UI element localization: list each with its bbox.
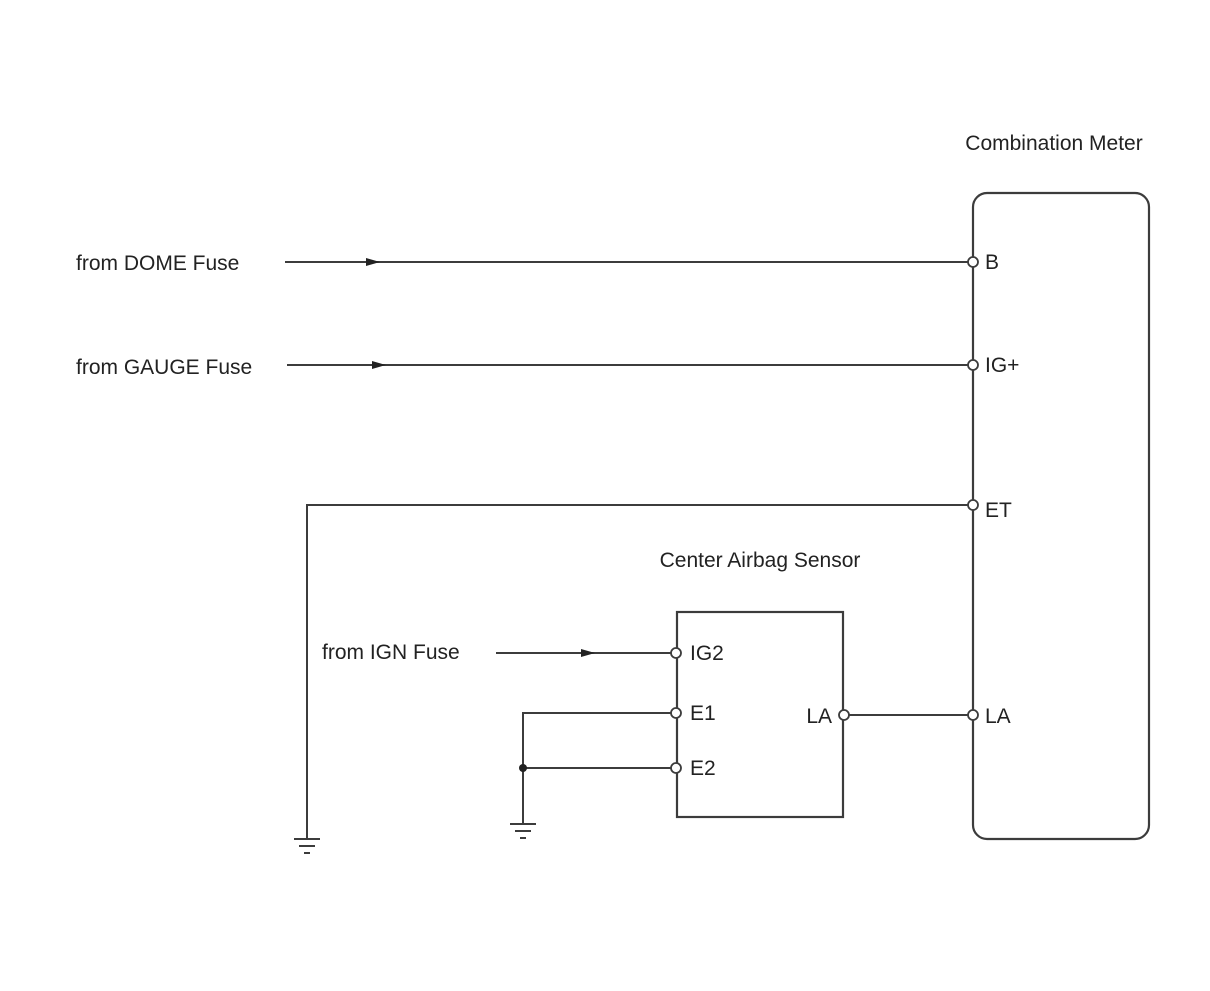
et-ground-icon bbox=[294, 838, 320, 854]
sensor-ground-icon bbox=[510, 823, 536, 839]
ign-arrow-icon bbox=[581, 649, 595, 657]
sensor-pin-la bbox=[838, 709, 850, 721]
ign-fuse-label: from IGN Fuse bbox=[322, 641, 460, 664]
meter-pin-b-label: B bbox=[985, 251, 999, 274]
combination-meter-box bbox=[971, 191, 1151, 841]
et-ground-wire bbox=[306, 504, 968, 838]
combination-meter-title: Combination Meter bbox=[965, 132, 1142, 155]
sensor-pin-e2-label: E2 bbox=[690, 757, 716, 780]
sensor-pin-e1 bbox=[670, 707, 682, 719]
sensor-pin-ig2 bbox=[670, 647, 682, 659]
sensor-pin-e1-label: E1 bbox=[690, 702, 716, 725]
ground-junction-dot bbox=[519, 764, 527, 772]
gauge-arrow-icon bbox=[372, 361, 386, 369]
meter-pin-et bbox=[967, 499, 979, 511]
meter-pin-la bbox=[967, 709, 979, 721]
sensor-pin-e2 bbox=[670, 762, 682, 774]
sensor-pin-la-label: LA bbox=[806, 705, 832, 728]
meter-pin-la-label: LA bbox=[985, 705, 1011, 728]
center-airbag-sensor-title: Center Airbag Sensor bbox=[660, 549, 861, 572]
gauge-fuse-label: from GAUGE Fuse bbox=[76, 356, 252, 379]
meter-pin-et-label: ET bbox=[985, 499, 1012, 522]
meter-pin-b bbox=[967, 256, 979, 268]
e1-ground-wire bbox=[522, 712, 671, 823]
meter-pin-ig-plus bbox=[967, 359, 979, 371]
dome-arrow-icon bbox=[366, 258, 380, 266]
meter-pin-ig-plus-label: IG+ bbox=[985, 354, 1019, 377]
dome-fuse-label: from DOME Fuse bbox=[76, 252, 239, 275]
sensor-pin-ig2-label: IG2 bbox=[690, 642, 724, 665]
